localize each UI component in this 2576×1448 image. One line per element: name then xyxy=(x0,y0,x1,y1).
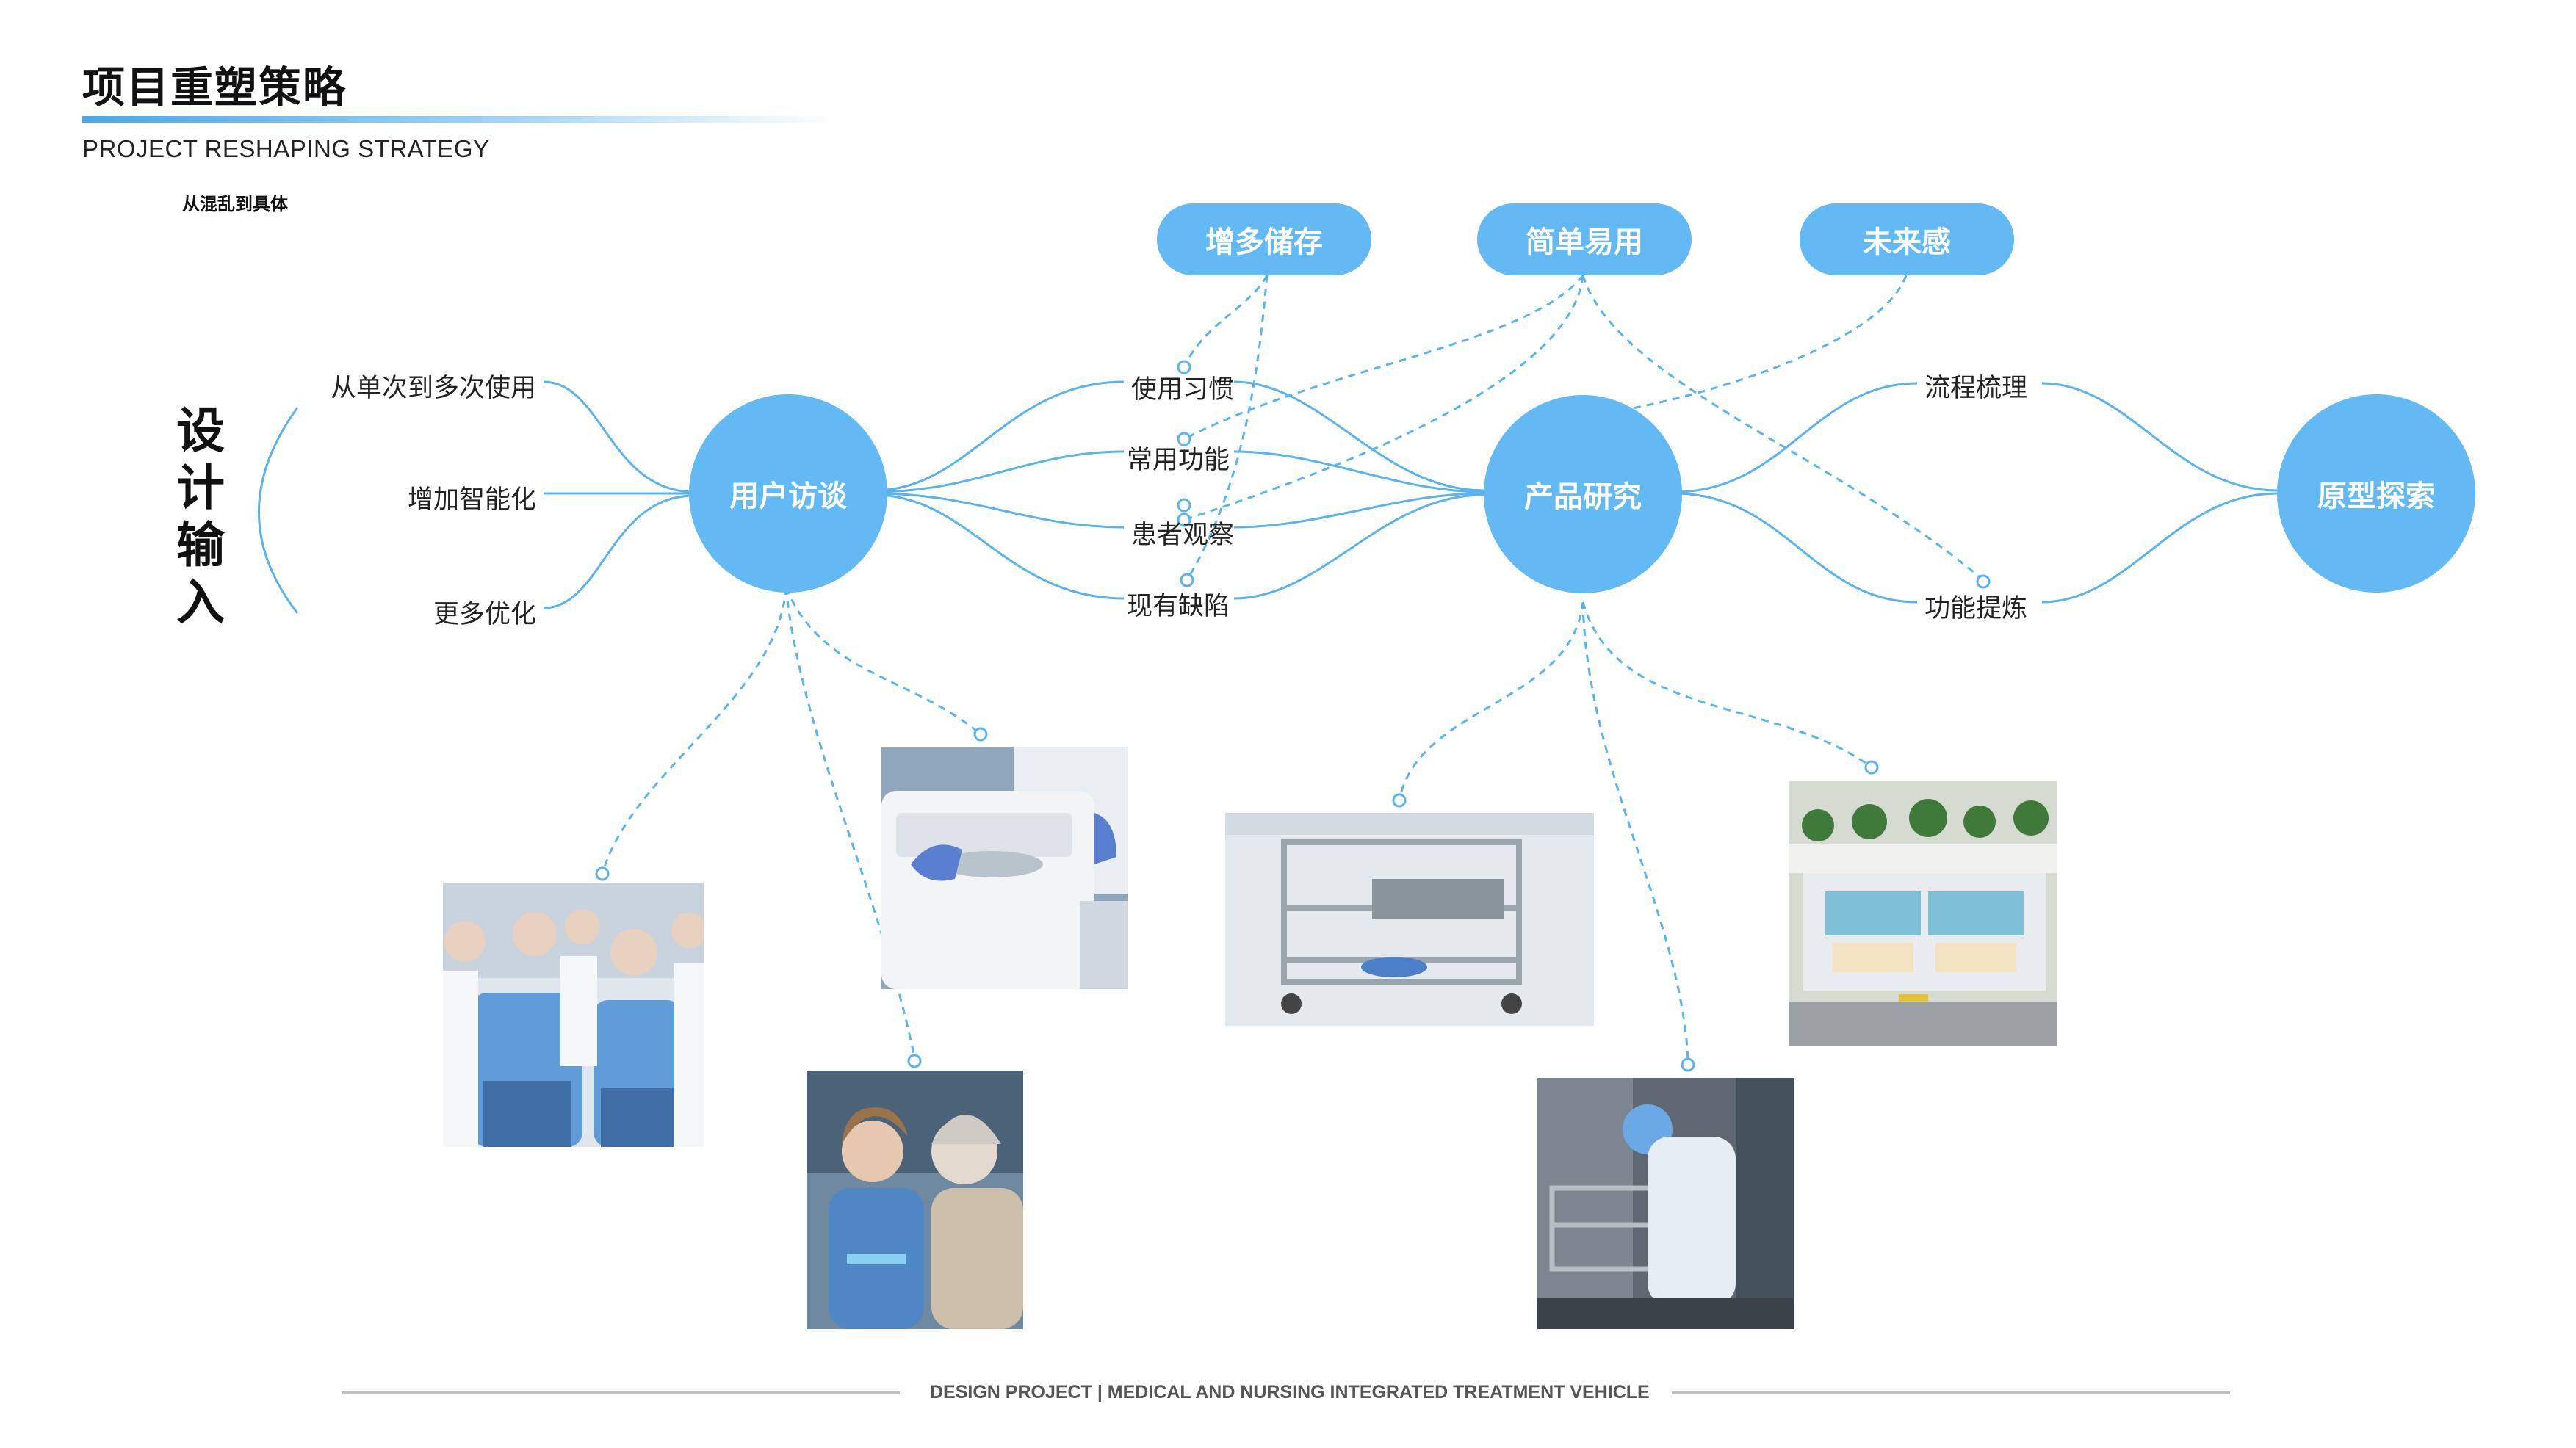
side-title-char: 设 xyxy=(176,402,225,459)
footer-line-right xyxy=(1672,1391,2230,1394)
node-user-interview: 用户访谈 xyxy=(689,394,887,593)
side-title-char: 入 xyxy=(176,574,225,631)
nurse-station-photo xyxy=(1789,781,2057,1046)
right-item: 功能提炼 xyxy=(1924,594,2028,623)
mid-item: 常用功能 xyxy=(1127,446,1230,475)
nurse-patient-photo xyxy=(807,1071,1023,1329)
right-item: 流程梳理 xyxy=(1924,374,2028,403)
goal-pill: 未来感 xyxy=(1800,203,2014,275)
input-item: 更多优化 xyxy=(433,600,536,629)
title-underline xyxy=(82,116,839,123)
node-product-research: 产品研究 xyxy=(1484,395,1682,593)
goal-pill: 增多储存 xyxy=(1157,203,1371,275)
medical-team-photo xyxy=(443,883,704,1147)
mid-item: 患者观察 xyxy=(1131,521,1235,550)
page-title: 项目重塑策略 xyxy=(82,62,347,112)
steel-cart-photo xyxy=(1225,813,1594,1026)
lab-gloves-photo xyxy=(881,747,1128,989)
page-title-en: PROJECT RESHAPING STRATEGY xyxy=(82,135,490,162)
mid-item: 现有缺陷 xyxy=(1127,592,1230,621)
input-item: 增加智能化 xyxy=(407,485,536,515)
footer-text: DESIGN PROJECT | MEDICAL AND NURSING INT… xyxy=(930,1382,1650,1402)
footer-line-left xyxy=(342,1391,900,1394)
goal-pill: 简单易用 xyxy=(1477,203,1692,275)
page-subtitle: 从混乱到具体 xyxy=(182,194,288,214)
side-title-char: 计 xyxy=(176,460,225,516)
mid-item: 使用习惯 xyxy=(1131,375,1235,405)
worker-cart-photo xyxy=(1537,1078,1794,1329)
side-title: 设 计 输 入 xyxy=(167,402,234,631)
input-item: 从单次到多次使用 xyxy=(330,374,536,403)
side-title-char: 输 xyxy=(176,517,225,573)
node-prototype: 原型探索 xyxy=(2277,394,2475,593)
